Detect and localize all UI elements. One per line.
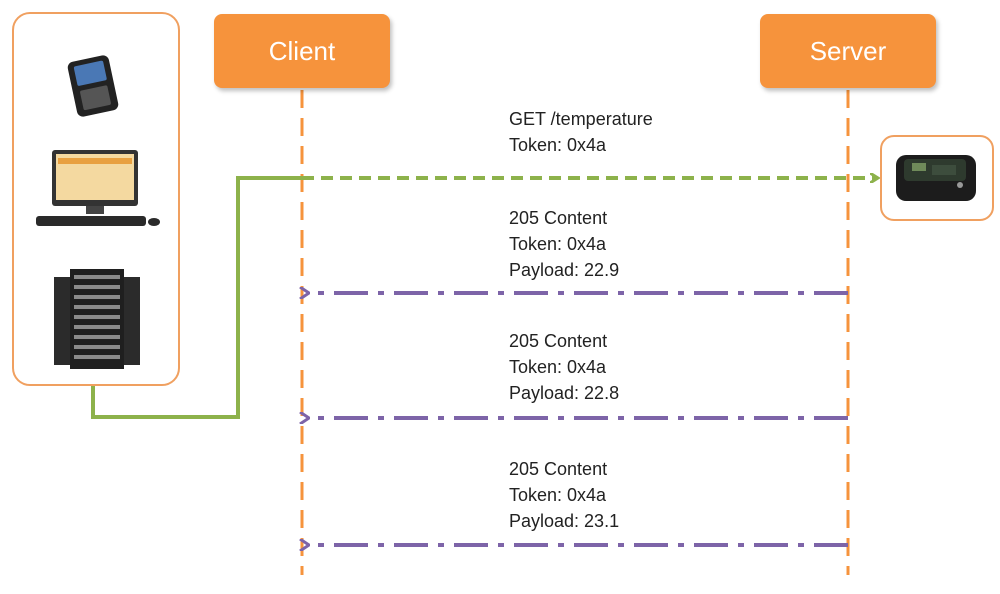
message-label-response: 205 Content Token: 0x4a Payload: 22.8 <box>509 328 619 406</box>
message-label-response: 205 Content Token: 0x4a Payload: 22.9 <box>509 205 619 283</box>
device-connector-line <box>91 176 302 419</box>
server-lifeline-header: Server <box>760 14 936 88</box>
desktop-computer-icon <box>36 150 160 226</box>
message-line: Payload: 22.9 <box>509 260 620 280</box>
message-line: 205 Content <box>509 208 608 228</box>
sensor-device-frame <box>880 135 994 221</box>
client-label: Client <box>268 35 336 66</box>
message-label-response: 205 Content Token: 0x4a Payload: 23.1 <box>509 456 619 534</box>
message-line: Token: 0x4a <box>509 135 607 155</box>
server-label: Server <box>809 35 887 66</box>
message-label-request: GET /temperature Token: 0x4a <box>509 106 653 158</box>
client-devices-panel <box>12 12 180 386</box>
message-line: Token: 0x4a <box>509 234 607 254</box>
client-lifeline-header: Client <box>214 14 390 88</box>
sensor-board-icon <box>896 155 976 201</box>
message-line: GET /temperature <box>509 109 653 129</box>
message-line: Payload: 23.1 <box>509 511 620 531</box>
message-line: 205 Content <box>509 459 608 479</box>
message-line: Payload: 22.8 <box>509 383 620 403</box>
message-line: Token: 0x4a <box>509 485 607 505</box>
server-rack-icon <box>54 269 140 369</box>
smartphone-icon <box>67 55 119 117</box>
message-line: 205 Content <box>509 331 608 351</box>
message-line: Token: 0x4a <box>509 357 607 377</box>
